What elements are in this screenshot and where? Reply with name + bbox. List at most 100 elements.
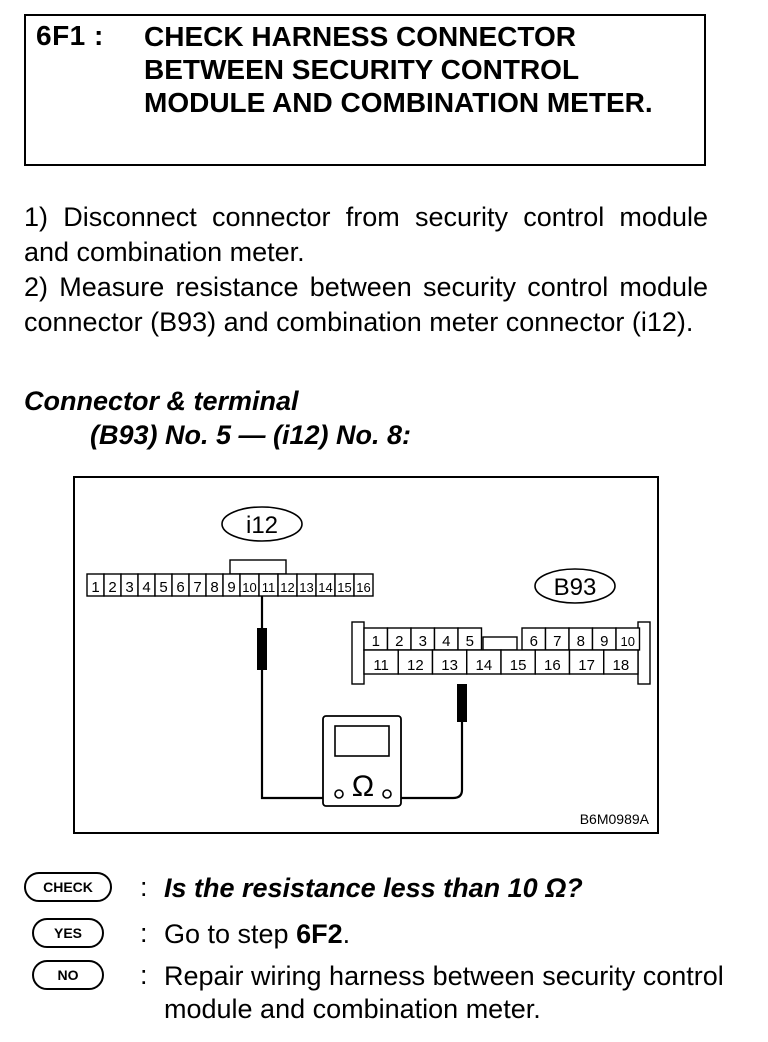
wire-i12 [260, 596, 327, 800]
b93-pin-17-box [568, 649, 605, 675]
b93-label: B93 [554, 574, 597, 601]
b93-pin-18: 18 [603, 649, 639, 675]
b93-pin-14: 14 [466, 649, 502, 675]
i12-pin-16: 16 [353, 573, 374, 597]
ohm-symbol: Ω [352, 770, 374, 803]
figure-code: B6M0989A [580, 811, 650, 827]
b93-pin-8-label: 8 [577, 633, 585, 650]
i12-pin-4-label: 4 [142, 579, 150, 596]
b93-pin-14-box [466, 649, 502, 675]
b93-pin-10: 10 [615, 627, 641, 651]
i12-pin-9: 9 [222, 573, 241, 597]
i12-pin-7: 7 [188, 573, 207, 597]
check-question: Is the resistance less than 10 Ω? [164, 873, 583, 903]
i12-pin-1: 1 [86, 573, 105, 597]
b93-pin-4: 4 [433, 627, 459, 651]
ohmmeter-terminal-left [334, 789, 344, 799]
b93-pin-13-box [431, 649, 468, 675]
b93-pin-11-label: 11 [373, 657, 389, 674]
yes-step-link[interactable]: 6F2 [296, 919, 343, 949]
i12-pin-13: 13 [296, 573, 317, 597]
b93-pin-6-label: 6 [530, 633, 538, 650]
yes-text-prefix: Go to step [164, 919, 297, 949]
instructions: 1) Disconnect connector from security co… [24, 200, 708, 340]
b93-pin-11-box [363, 649, 399, 675]
b93-pin-12: 12 [397, 649, 434, 675]
b93-pin-7-label: 7 [553, 633, 561, 650]
b93-pin-10-label: 10 [621, 634, 635, 649]
b93-pin-16-label: 16 [544, 657, 561, 674]
ohmmeter-display [334, 725, 390, 757]
i12-pin-1-label: 1 [91, 579, 99, 596]
i12-pin-14-label: 14 [318, 580, 332, 595]
i12-pin-8: 8 [205, 573, 224, 597]
no-colon: : [140, 960, 148, 990]
b93-pin-6: 6 [521, 627, 547, 651]
i12-pin-16-box [353, 573, 374, 597]
i12-pin-11-label: 11 [262, 580, 276, 595]
i12-lock-tab [229, 559, 287, 575]
i12-pin-13-label: 13 [299, 580, 313, 595]
i12-pin-7-label: 7 [193, 579, 201, 596]
check-badge: CHECK [24, 872, 112, 902]
wire-b93 [395, 688, 464, 800]
b93-pin-1-label: 1 [372, 633, 380, 650]
i12-pin-12: 12 [277, 573, 298, 597]
b93-left-ear [351, 621, 365, 685]
no-badge: NO [32, 960, 104, 990]
check-colon: : [140, 872, 148, 902]
step-header-box: 6F1 : CHECK HARNESS CONNECTOR BETWEEN SE… [24, 14, 706, 166]
b93-pin-9-label: 9 [600, 633, 608, 650]
b93-pin-5: 5 [457, 627, 483, 651]
yes-badge: YES [32, 918, 104, 948]
no-answer: Repair wiring harness between security c… [164, 961, 724, 1024]
i12-pin-14: 14 [315, 573, 336, 597]
ohmmeter-terminal-right [382, 789, 392, 799]
i12-pin-2: 2 [103, 573, 122, 597]
b93-pin-7: 7 [544, 627, 570, 651]
i12-pin-2-label: 2 [108, 579, 116, 596]
b93-pin-8: 8 [568, 627, 594, 651]
i12-pin-5: 5 [154, 573, 173, 597]
instruction-step-2: 2) Measure resistance between security c… [24, 272, 708, 337]
b93-pin-15: 15 [500, 649, 536, 675]
b93-pin-1: 1 [363, 627, 389, 651]
yes-colon: : [140, 918, 148, 948]
b93-pin-18-box [603, 649, 639, 675]
i12-pin-5-label: 5 [159, 579, 167, 596]
i12-pin-9-label: 9 [227, 579, 235, 596]
b93-pin-3-label: 3 [419, 633, 427, 650]
b93-pin-12-label: 12 [407, 657, 424, 674]
b93-pin-16-box [534, 649, 571, 675]
i12-pin-12-label: 12 [280, 580, 294, 595]
b93-label-oval [534, 568, 616, 604]
b93-pin-17: 17 [568, 649, 605, 675]
i12-pin-8-label: 8 [210, 579, 218, 596]
b93-pin-16: 16 [534, 649, 571, 675]
i12-pin-15: 15 [334, 573, 355, 597]
b93-pin-11: 11 [363, 649, 399, 675]
b93-lock-tab [482, 636, 518, 651]
b93-pin-5-label: 5 [466, 633, 474, 650]
i12-pin-10-label: 10 [242, 580, 256, 595]
b93-pin-2: 2 [386, 627, 412, 651]
b93-pin-15-label: 15 [510, 657, 527, 674]
b93-pin-2-label: 2 [395, 633, 403, 650]
i12-label: i12 [246, 512, 278, 539]
yes-text-suffix: . [342, 919, 351, 949]
i12-pin-10: 10 [239, 573, 260, 597]
i12-pin-16-label: 16 [356, 580, 370, 595]
instruction-step-1: 1) Disconnect connector from security co… [24, 202, 708, 267]
i12-pin-4: 4 [137, 573, 156, 597]
b93-pin-13-label: 13 [441, 657, 458, 674]
i12-pin-6: 6 [171, 573, 190, 597]
i12-pin-6-label: 6 [176, 579, 184, 596]
connector-terminal-spec: (B93) No. 5 — (i12) No. 8: [90, 420, 412, 450]
b93-pin-4-label: 4 [442, 633, 450, 650]
b93-pin-17-label: 17 [578, 657, 595, 674]
connector-terminal-heading: Connector & terminal [24, 386, 299, 416]
